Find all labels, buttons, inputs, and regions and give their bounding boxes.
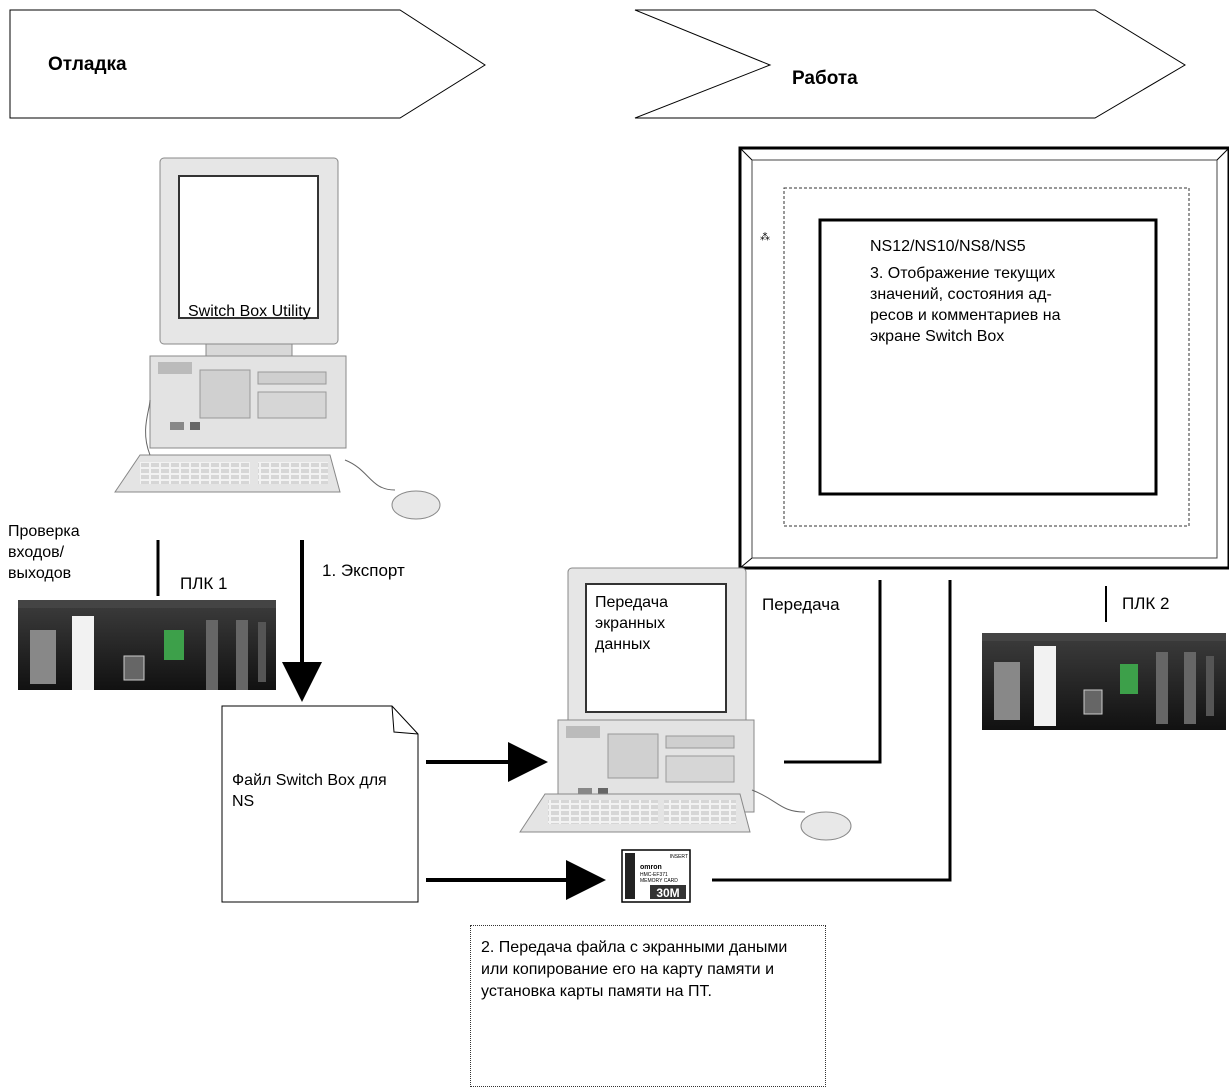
io-check-label: Проверка входов/ выходов (8, 523, 80, 582)
stage-operation-label: Работа (792, 68, 858, 89)
plc2-label: ПЛК 2 (1122, 594, 1170, 613)
memory-card-insert: INSERT (670, 854, 688, 860)
note-text: 2. Передача файла с экранными даными или… (481, 939, 788, 1000)
file-label: Файл Switch Box для NS (232, 772, 387, 810)
stage-arrow-operation (634, 9, 1186, 119)
file-document-shape (221, 705, 419, 903)
pt-models-label: NS12/NS10/NS8/NS5 (870, 238, 1026, 255)
memory-card-capacity: 30M (656, 886, 679, 900)
plc-2-image (982, 633, 1226, 730)
pc2-to-pt-line (784, 580, 882, 764)
plc1-label: ПЛК 1 (180, 574, 228, 593)
card-to-pt-line (712, 580, 952, 882)
pc2-screen-text: Передача экранных данных (595, 594, 668, 653)
pt-description: 3. Отображение текущих значений, состоян… (870, 265, 1061, 345)
export-label: 1. Экспорт (322, 561, 405, 580)
pt-panel: ⁂ (738, 146, 1229, 570)
pc-1 (114, 157, 441, 520)
memory-card-model: HMC-EF371 (640, 872, 668, 878)
pt-led-icon: ⁂ (760, 231, 770, 243)
memory-card-type: MEMORY CARD (640, 878, 678, 884)
pc-2 (519, 567, 852, 841)
stage-debug-label: Отладка (48, 54, 127, 75)
memory-card-brand: omron (640, 864, 662, 871)
stage-arrow-debug (9, 9, 486, 119)
transfer-label: Передача (762, 595, 840, 614)
plc-1-image (18, 600, 276, 690)
memory-card-icon: INSERT omron HMC-EF371 MEMORY CARD 30M (621, 849, 691, 903)
note-box: 2. Передача файла с экранными даными или… (470, 925, 826, 1087)
pc1-screen-text: Switch Box Utility (188, 303, 311, 320)
